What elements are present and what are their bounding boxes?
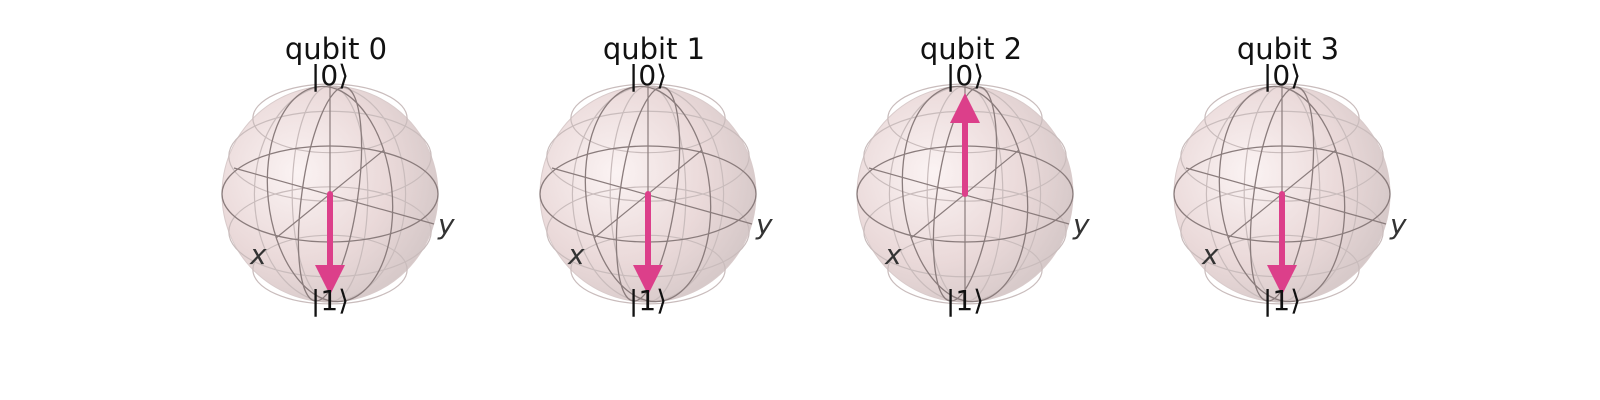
sphere-meridian [1249,86,1315,302]
ket-one-label: |1⟩ [628,284,668,317]
bloch-sphere [856,83,1074,305]
sphere-meridian [615,86,681,302]
sphere-meridian [584,85,712,303]
qubit-title: qubit 2 [919,32,1023,66]
ket-zero-label: |0⟩ [1262,59,1302,92]
bloch-sphere [539,83,757,305]
y-axis [551,167,753,225]
y-axis [1185,167,1387,225]
y-axis [868,167,1070,225]
bloch-sphere-panel: qubit 0|0⟩ |1⟩ x y [176,0,496,400]
bloch-sphere [221,83,439,305]
bloch-sphere-panel: qubit 1|0⟩ |1⟩ x y [494,0,814,400]
y-axis-label: y [1073,208,1090,241]
x-axis-label: x [1202,238,1219,271]
x-axis-label: x [568,238,585,271]
y-axis-label: y [756,208,773,241]
ket-one-label: |1⟩ [945,284,985,317]
x-axis-label: x [250,238,267,271]
y-axis-label: y [1390,208,1407,241]
ket-one-label: |1⟩ [310,284,350,317]
ket-zero-label: |0⟩ [945,59,985,92]
sphere-meridian [266,85,394,303]
sphere-meridian [901,85,1029,303]
bloch-sphere-panel: qubit 3|0⟩ |1⟩ x y [1128,0,1448,400]
ket-zero-label: |0⟩ [628,59,668,92]
y-axis [233,167,435,225]
ket-one-label: |1⟩ [1262,284,1302,317]
bloch-sphere [1173,83,1391,305]
bloch-sphere-panel: qubit 2|0⟩ |1⟩ x y [811,0,1131,400]
qubit-title: qubit 3 [1236,32,1340,66]
qubit-title: qubit 1 [602,32,706,66]
y-axis-label: y [438,208,455,241]
qubit-title: qubit 0 [284,32,388,66]
ket-zero-label: |0⟩ [310,59,350,92]
sphere-meridian [297,86,363,302]
x-axis-label: x [885,238,902,271]
sphere-meridian [932,86,998,302]
sphere-meridian [1218,85,1346,303]
